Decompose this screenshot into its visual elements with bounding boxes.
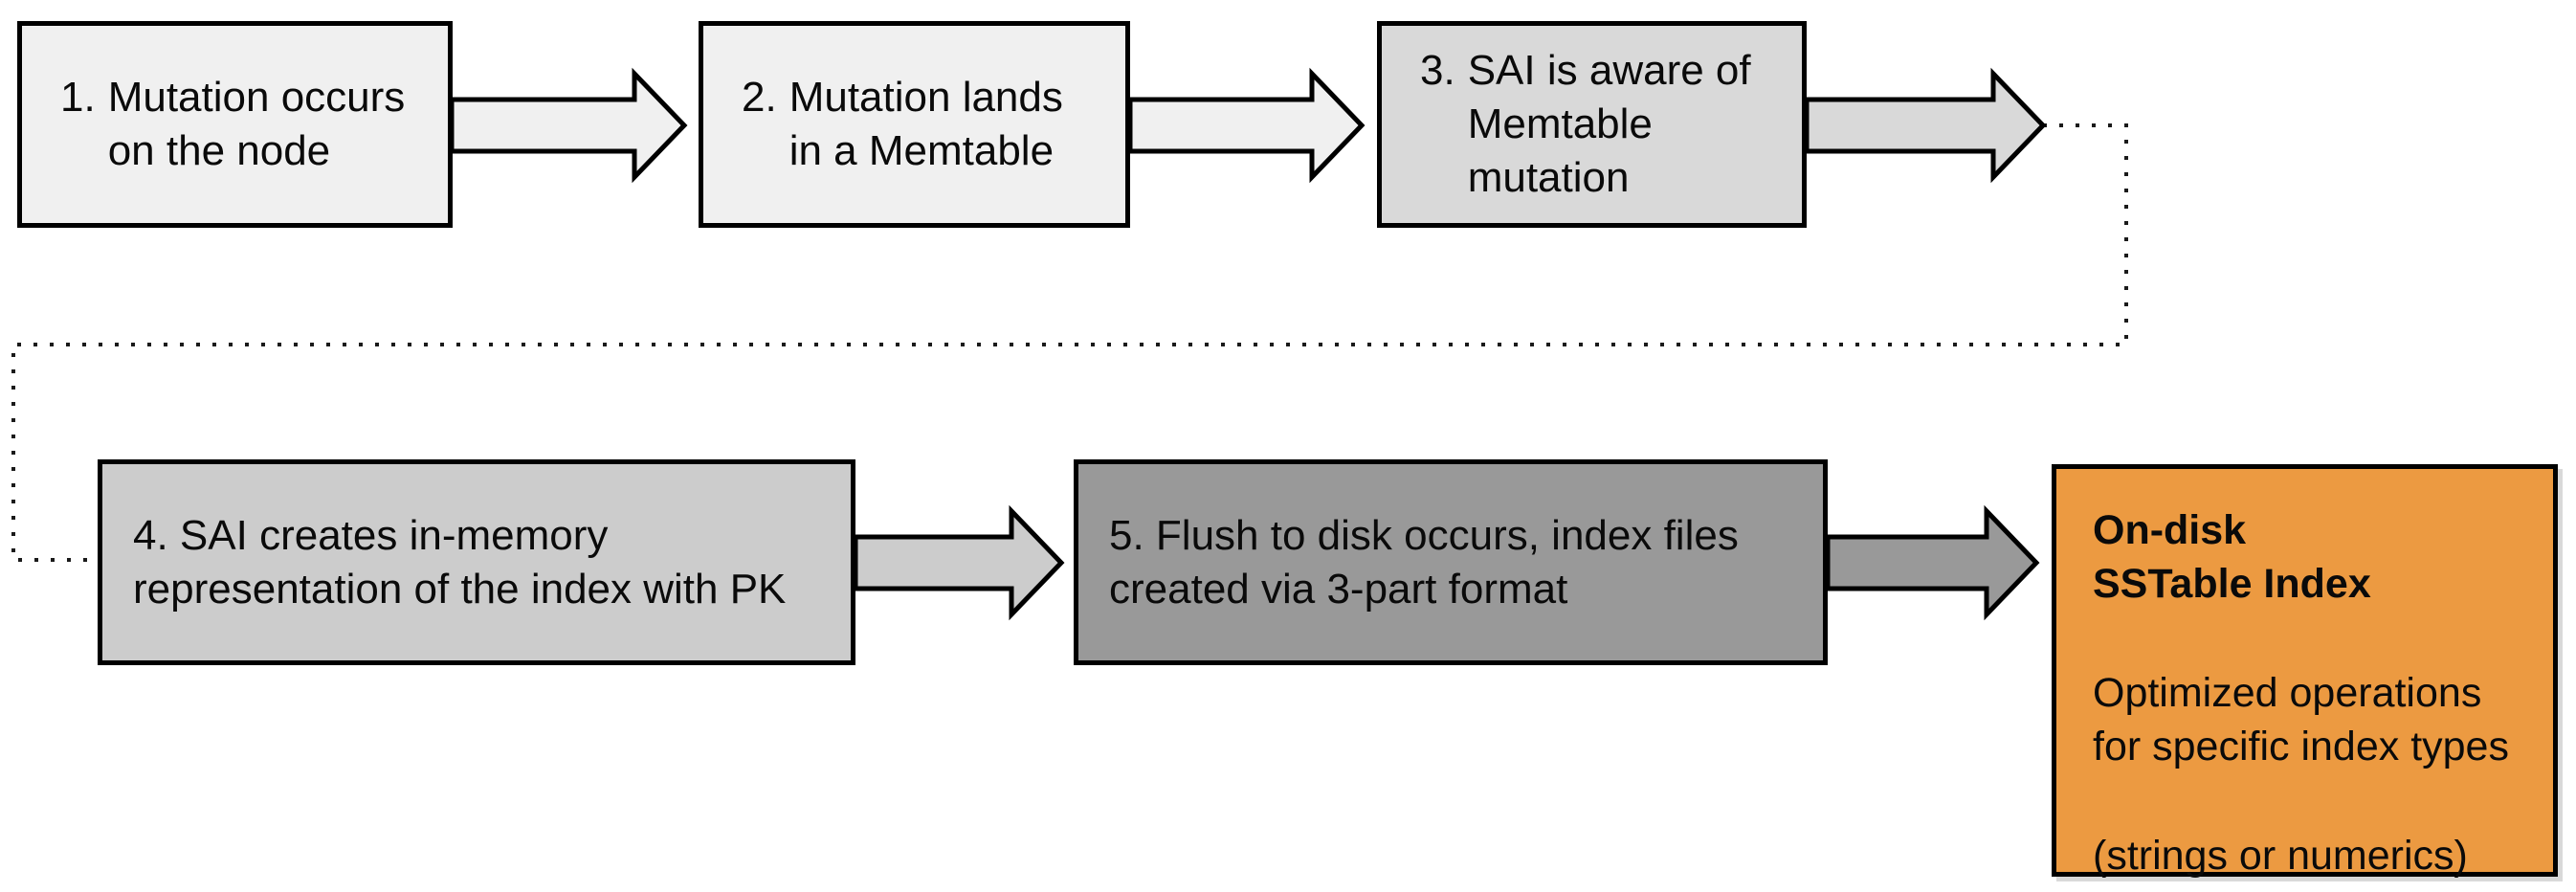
result-subtitle: Optimized operations for specific index … — [2093, 670, 2509, 769]
arrow-step5-to-result-icon — [1825, 504, 2040, 621]
arrow-step3-out-icon — [1804, 67, 2047, 184]
step-2-label: Mutation lands in a Memtable — [788, 74, 1063, 174]
step-1-label: Mutation occurs on the node — [107, 74, 406, 174]
step-1-number: 1. — [60, 74, 96, 121]
step-3-label: SAI is aware of Memtable mutation — [1467, 47, 1751, 201]
step-5-label: 5. Flush to disk occurs, index files cre… — [1109, 511, 1739, 613]
step-2-box: 2. Mutation lands in a Memtable — [699, 21, 1130, 228]
step-2-number: 2. — [742, 74, 777, 121]
arrow-step1-to-step2-icon — [449, 67, 688, 184]
step-1-box: 1. Mutation occurs on the node — [17, 21, 453, 228]
step-3-box: 3. SAI is aware of Memtable mutation — [1377, 21, 1807, 228]
result-title: On-disk SSTable Index — [2093, 507, 2371, 607]
arrow-step2-to-step3-icon — [1127, 67, 1366, 184]
result-note: (strings or numerics) — [2093, 833, 2468, 879]
step-4-box: 4. SAI creates in-memory representation … — [98, 459, 855, 665]
step-5-box: 5. Flush to disk occurs, index files cre… — [1074, 459, 1828, 665]
arrow-step4-to-step5-icon — [853, 504, 1065, 621]
step-3-number: 3. — [1420, 47, 1455, 94]
step-4-label: 4. SAI creates in-memory representation … — [133, 511, 787, 613]
result-box: On-disk SSTable Index Optimized operatio… — [2052, 464, 2558, 879]
